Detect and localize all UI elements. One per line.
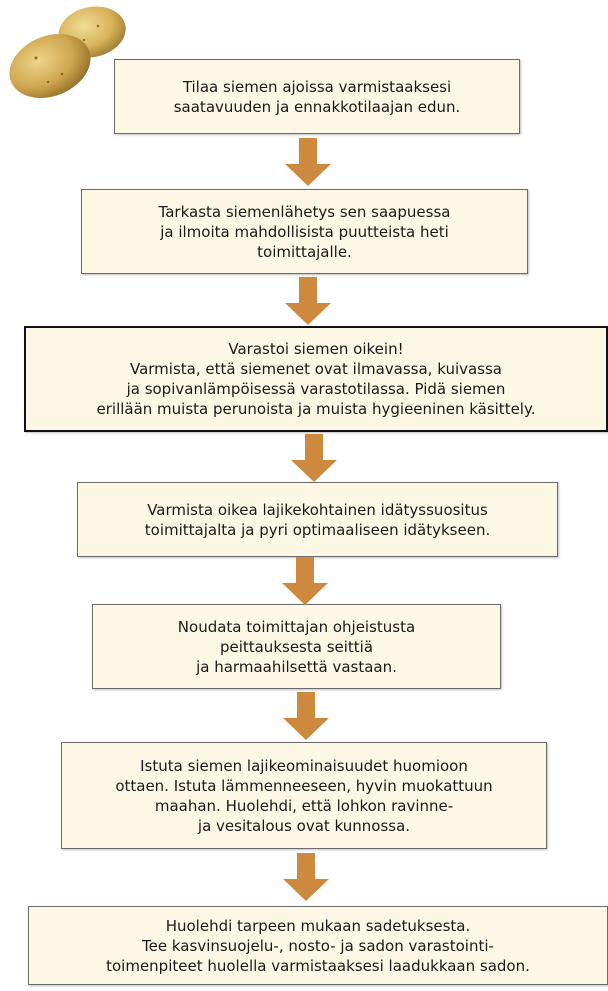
- arrow-down-4: [282, 557, 328, 605]
- step-3-store-seed: Varastoi siemen oikein! Varmista, että s…: [24, 326, 608, 432]
- step-3-text: Varastoi siemen oikein! Varmista, että s…: [96, 340, 536, 418]
- step-6-planting: Istuta siemen lajikeominaisuudet huomioo…: [61, 742, 547, 849]
- step-1-order-seed: Tilaa siemen ajoissa varmistaaksesi saat…: [114, 59, 520, 134]
- step-2-inspect-delivery: Tarkasta siemenlähetys sen saapuessa ja …: [81, 189, 528, 274]
- potato-icon: [9, 6, 126, 98]
- step-7-text: Huolehdi tarpeen mukaan sadetuksesta. Te…: [106, 916, 530, 975]
- step-1-text: Tilaa siemen ajoissa varmistaaksesi saat…: [173, 77, 461, 116]
- step-4-sprouting: Varmista oikea lajikekohtainen idätyssuo…: [77, 482, 558, 557]
- step-6-text: Istuta siemen lajikeominaisuudet huomioo…: [115, 756, 493, 835]
- arrow-down-1: [285, 138, 331, 186]
- step-7-irrigation-harvest: Huolehdi tarpeen mukaan sadetuksesta. Te…: [28, 906, 608, 985]
- step-4-text: Varmista oikea lajikekohtainen idätyssuo…: [144, 500, 491, 539]
- arrow-down-2: [285, 277, 331, 325]
- arrow-down-6: [283, 853, 329, 901]
- step-5-text: Noudata toimittajan ohjeistusta peittauk…: [177, 617, 416, 676]
- arrow-down-5: [283, 692, 329, 740]
- step-5-treatment: Noudata toimittajan ohjeistusta peittauk…: [92, 604, 501, 689]
- step-2-text: Tarkasta siemenlähetys sen saapuessa ja …: [158, 202, 451, 261]
- arrow-down-3: [291, 434, 337, 482]
